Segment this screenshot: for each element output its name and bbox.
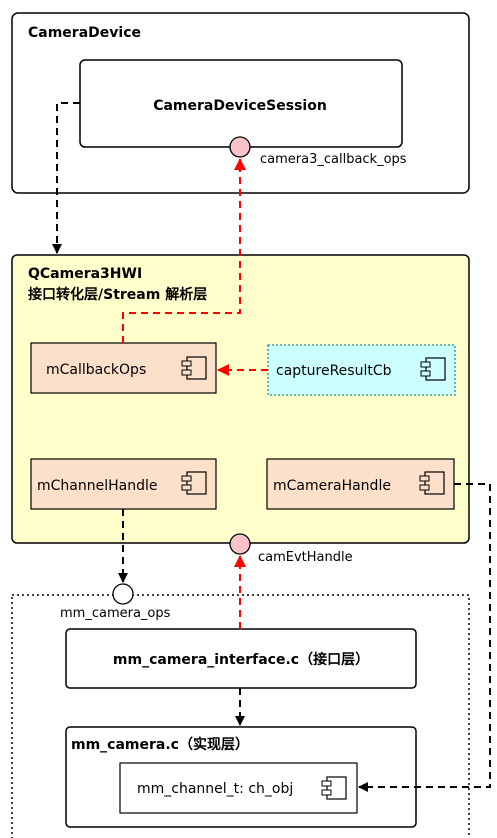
qcamera3hwi-subtitle: 接口转化层/Stream 解析层 bbox=[28, 286, 207, 303]
camera-device-session-label: CameraDeviceSession bbox=[153, 98, 327, 114]
session-to-hwi-connector bbox=[52, 102, 80, 254]
mm-camera-ops-interface: mm_camera_ops bbox=[60, 583, 171, 621]
uml-component-icon bbox=[321, 776, 347, 800]
mm-camera-frame bbox=[11, 594, 470, 838]
uml-component-icon bbox=[420, 357, 446, 381]
qcamera3hwi-title: QCamera3HWI bbox=[28, 266, 142, 282]
lollipop-interface-icon bbox=[112, 583, 134, 605]
camera-device-title: CameraDevice bbox=[28, 25, 141, 41]
camera3-callback-ops-label: camera3_callback_ops bbox=[260, 152, 407, 167]
camera-handle-to-channel-obj-connector bbox=[358, 483, 491, 792]
m-callback-ops-label: mCallbackOps bbox=[46, 362, 146, 378]
mm-channel-obj-component: mm_channel_t: ch_obj bbox=[119, 762, 358, 814]
lollipop-interface-icon bbox=[229, 533, 251, 555]
lollipop-interface-icon bbox=[229, 136, 251, 158]
uml-component-icon bbox=[181, 356, 207, 380]
uml-component-icon bbox=[419, 471, 445, 495]
cam-evt-handle-label: camEvtHandle bbox=[258, 550, 353, 565]
uml-component-icon bbox=[181, 471, 207, 495]
m-camera-handle-label: mCameraHandle bbox=[273, 478, 391, 494]
capture-result-cb-label: captureResultCb bbox=[276, 363, 392, 379]
camera3-callback-ops-interface: camera3_callback_ops bbox=[229, 136, 407, 167]
camera-device-session-box: CameraDeviceSession bbox=[79, 59, 403, 148]
callback-ops-to-camera3-connector bbox=[122, 158, 246, 343]
m-channel-handle-component: mChannelHandle bbox=[30, 458, 217, 510]
m-callback-ops-component: mCallbackOps bbox=[30, 342, 217, 394]
m-camera-handle-component: mCameraHandle bbox=[266, 458, 455, 510]
mm-camera-interface-label: mm_camera_interface.c（接口层） bbox=[113, 651, 369, 668]
capture-result-cb-component: captureResultCb bbox=[267, 344, 456, 396]
mm-channel-obj-label: mm_channel_t: ch_obj bbox=[137, 781, 293, 797]
m-channel-handle-label: mChannelHandle bbox=[37, 478, 157, 494]
cam-evt-handle-interface: camEvtHandle bbox=[229, 533, 353, 565]
mm-camera-c-label: mm_camera.c（实现层） bbox=[71, 736, 249, 753]
mm-camera-interface-box: mm_camera_interface.c（接口层） bbox=[65, 628, 417, 689]
mm-camera-ops-label: mm_camera_ops bbox=[60, 606, 171, 621]
